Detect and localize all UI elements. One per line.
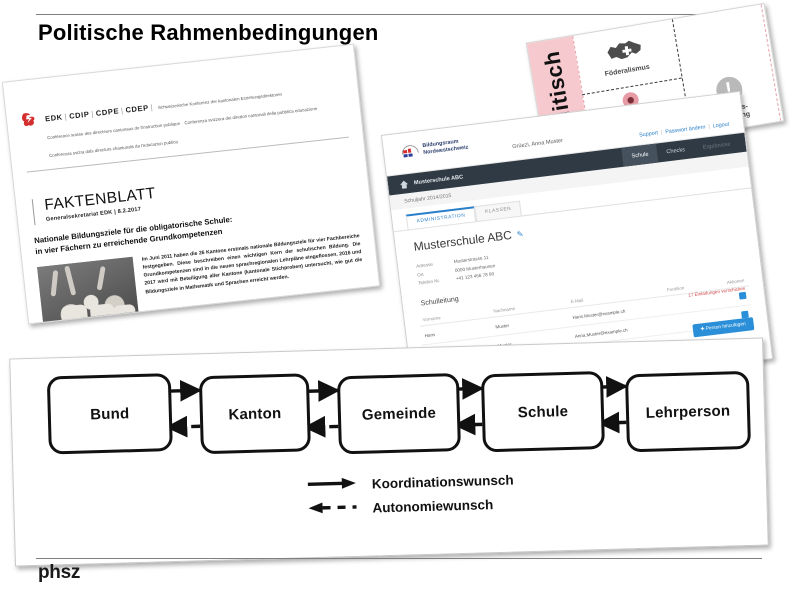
faktenblatt-document-card: EDK|CDIP|CDPE|CDEP| Schweizerische Konfe… — [1, 43, 381, 325]
diagram-legend: Koordinationswunsch Autonomiewunsch — [306, 468, 515, 522]
edk-subtitle-fr: Conférence suisse des directeurs cantona… — [46, 120, 181, 141]
webapp-navbar: Musterschule ABC Schule Checks Ergebniss… — [387, 132, 747, 196]
home-icon[interactable] — [400, 180, 409, 189]
legend-label-koordination: Koordinationswunsch — [371, 472, 514, 491]
cell-foederalismus: Föderalismus — [572, 20, 677, 94]
node-lehrperson: Lehrperson — [624, 370, 752, 453]
detail-key-adresse: Adresse — [415, 261, 434, 269]
footer-divider — [36, 558, 762, 559]
detail-key-telefon: Telefon Nr. — [417, 278, 441, 287]
node-bund: Bund — [46, 373, 173, 455]
pencil-icon[interactable]: ✎ — [516, 228, 524, 239]
node-gemeinde: Gemeinde — [336, 373, 461, 455]
detail-key-ort: Ort — [416, 271, 424, 278]
governance-diagram-card: Bund Kanton Gemeinde Schule Lehrperson — [9, 337, 769, 567]
edk-subtitle-it: Conferenza svizzera dei direttori canton… — [184, 105, 318, 126]
legend-item-autonomie: Autonomiewunsch — [306, 492, 514, 522]
legend-label-autonomie: Autonomiewunsch — [372, 496, 494, 515]
edk-logo-icon — [20, 110, 39, 129]
phsz-logo: phsz — [38, 562, 81, 583]
page-title: Politische Rahmenbedingungen — [38, 20, 379, 45]
edk-abbrev-row: EDK|CDIP|CDPE|CDEP| — [44, 102, 154, 124]
edk-header: EDK|CDIP|CDPE|CDEP| Schweizerische Konfe… — [20, 76, 348, 165]
plus-icon: ✚ — [700, 327, 705, 333]
title-divider — [36, 14, 762, 15]
page-tab-klassen[interactable]: KLASSEN — [474, 200, 523, 222]
cell-email: Anna.Muster@example.ch — [574, 327, 628, 339]
logout-link[interactable]: Logout — [712, 121, 730, 130]
cell-nachname: Muster — [495, 322, 510, 330]
support-link[interactable]: Support — [638, 130, 659, 139]
node-schule: Schule — [480, 370, 605, 453]
edk-subtitle-rm: Conferenza svizra dals directurs chantun… — [48, 139, 179, 159]
swiss-map-icon — [602, 36, 646, 68]
detail-value-adresse: Musterstrasse 11 — [453, 254, 489, 265]
edk-subtitle-de: Schweizerische Konferenz der kantonalen … — [157, 91, 283, 111]
solid-right-arrow-icon — [306, 475, 358, 493]
nav-school-label: Musterschule ABC — [413, 173, 464, 186]
node-kanton: Kanton — [198, 373, 311, 455]
cell-funktion — [669, 300, 714, 306]
detail-value-telefon: +41 123 456 78 90 — [455, 271, 495, 282]
password-change-link[interactable]: Passwort ändern — [664, 124, 706, 136]
faktenblatt-photo — [37, 256, 140, 325]
bildungsraum-logo-icon — [400, 144, 420, 160]
cell-vorname: Hans — [424, 331, 436, 338]
faktenblatt-body-text: Im Juni 2011 haben die 26 Kantone erstma… — [141, 232, 363, 296]
greeting-text: Grüezi, Anna Muster — [511, 137, 564, 151]
dashed-left-arrow-icon — [306, 499, 358, 517]
legend-item-koordination: Koordinationswunsch — [306, 468, 514, 498]
